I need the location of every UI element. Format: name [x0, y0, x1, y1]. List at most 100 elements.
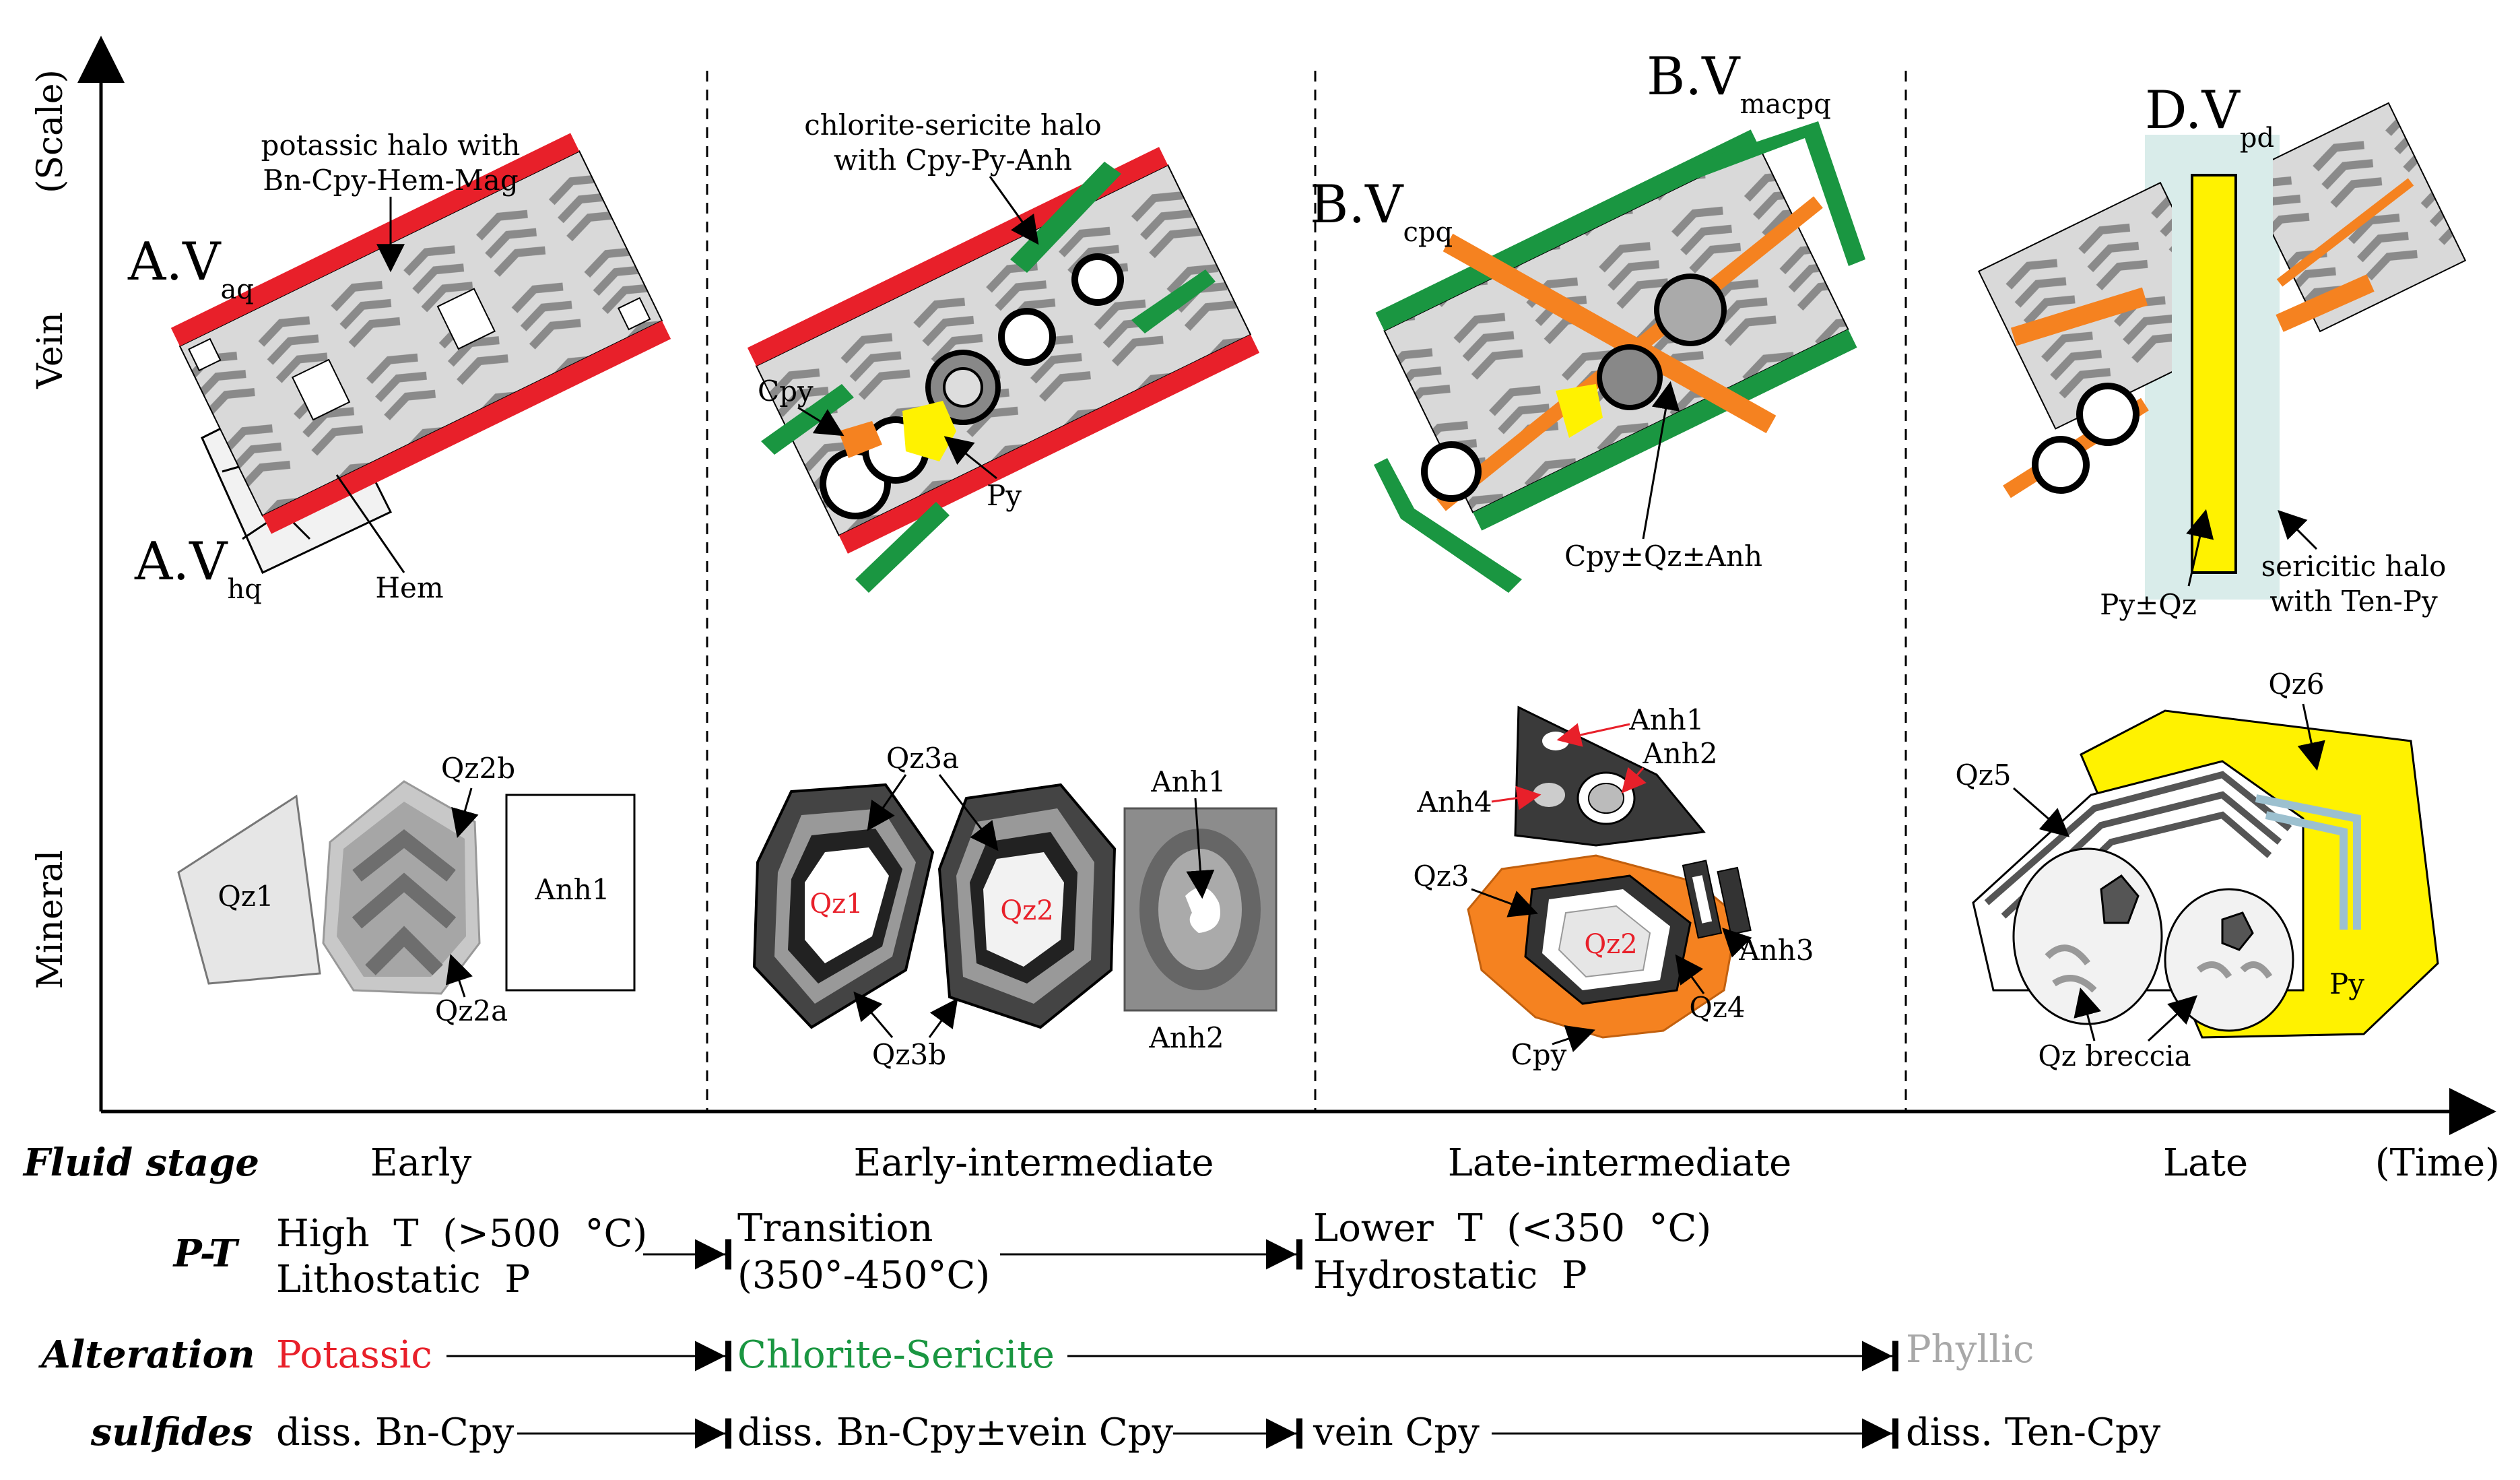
- orange-vein: [2276, 178, 2414, 287]
- row-label-mineral: Mineral: [30, 850, 71, 990]
- stage-late-intermediate: Late-intermediate: [1448, 1141, 1792, 1185]
- orange-vein-cpq-1: [1443, 233, 1777, 434]
- chlorite-halo-1: [1010, 162, 1121, 273]
- vein-label-dvpd-sub: pd: [2240, 123, 2274, 154]
- quartz-vein-aq: [178, 150, 663, 517]
- chlorite-halo-3: [761, 384, 854, 455]
- minerals-early: Qz1 Qz2b Qz2a Anh1: [177, 752, 636, 1027]
- hem-label: Hem: [375, 571, 443, 604]
- pt-early-2: Lithostatic P: [276, 1258, 530, 1301]
- anh1-label: Anh1: [534, 873, 609, 906]
- chlorite-halo-label-1: chlorite-sericite halo: [804, 108, 1102, 141]
- chlorite-halo-label-2: with Cpy-Py-Anh: [834, 143, 1072, 176]
- pt-label: P-T: [172, 1231, 240, 1276]
- potassic-halo-top: [170, 133, 580, 346]
- qz5-label: Qz5: [1955, 759, 2011, 792]
- qz1-label-red: Qz1: [809, 889, 863, 920]
- py-mineral-label: Py: [2329, 967, 2364, 1000]
- x-axis-label-time: (Time): [2375, 1141, 2500, 1185]
- s3-anh1-label: Anh1: [1628, 703, 1704, 736]
- qz6-label: Qz6: [2268, 668, 2324, 701]
- pt-late-1: Lower T (<350 °C): [1313, 1206, 1711, 1250]
- qz3b-label: Qz3b: [872, 1038, 946, 1071]
- vein-label-dvpd: D.V: [2145, 80, 2241, 141]
- chlorite-halo-2: [1131, 269, 1216, 333]
- stage-early: Early: [370, 1141, 472, 1185]
- vein-label-avaq-sub: aq: [220, 274, 253, 305]
- qz-breccia-clast-2: [2164, 888, 2294, 1032]
- svg-text:A.Vaq: A.Vaq: [127, 232, 254, 305]
- qz-breccia-clast-1: [2012, 847, 2163, 1025]
- alteration-phyllic: Phyllic: [1906, 1328, 2034, 1372]
- qz2b-label: Qz2b: [441, 752, 515, 785]
- svg-text:B.Vcpq: B.Vcpq: [1310, 174, 1453, 248]
- minerals-late-intermediate: Anh1 Anh2 Anh4 Qz2 Qz3 Anh3 Qz4 Cpy: [1413, 703, 1814, 1071]
- s3-anh2-label: Anh2: [1642, 737, 1717, 770]
- vein-early-intermediate: chlorite-sericite halo with Cpy-Py-Anh C…: [747, 108, 1260, 593]
- chlorite-halo-4: [855, 502, 950, 593]
- s3-anh4-label: Anh4: [1416, 785, 1492, 818]
- py-grain: [902, 401, 956, 461]
- sericitic-halo-label-2: with Ten-Py: [2269, 585, 2438, 618]
- vein-label-bvcpq: B.V: [1310, 174, 1404, 235]
- qz2a-label: Qz2a: [435, 994, 508, 1027]
- green-halo-macpq-1: [1697, 121, 1865, 266]
- orange-vein: [2010, 287, 2148, 346]
- s3-qz2-label: Qz2: [1584, 929, 1637, 960]
- stage-early-intermediate: Early-intermediate: [854, 1141, 1214, 1185]
- vein-label-avhq: A.V: [134, 532, 228, 592]
- minerals-late: Qz6 Qz5 Py Qz breccia: [1955, 668, 2439, 1072]
- qz1-crystal: [177, 794, 321, 985]
- py-qz-label: Py±Qz: [2100, 588, 2197, 621]
- vein-label-bvcpq-sub: cpq: [1403, 217, 1453, 248]
- cpy-qz-anh-label: Cpy±Qz±Anh: [1564, 540, 1762, 573]
- s3-qz3-label: Qz3: [1413, 860, 1469, 893]
- svg-text:A.Vhq: A.Vhq: [134, 532, 262, 605]
- potassic-halo-top: [747, 147, 1168, 366]
- fluid-stage-label: Fluid stage: [22, 1140, 259, 1185]
- cpy-label: Cpy: [758, 375, 814, 408]
- anh1-crystal: [505, 794, 636, 992]
- y-axis-label-scale: (Scale): [30, 69, 71, 193]
- pt-late-2: Hydrostatic P: [1313, 1254, 1587, 1297]
- qz1-label: Qz1: [218, 880, 273, 913]
- chlorite-halo-top: [1375, 129, 1760, 331]
- chlorite-halo-bottom: [1473, 329, 1857, 531]
- qz2-growth-zones: [352, 829, 457, 975]
- pt-transition-1: Transition: [737, 1206, 933, 1250]
- pt-early-1: High T (>500 °C): [276, 1212, 647, 1256]
- svg-text:D.Vpd: D.Vpd: [2145, 80, 2274, 154]
- vein-late: D.Vpd Py±Qz sericitic halo with Ten-Py: [1977, 80, 2467, 621]
- s3-anh3-label: Anh3: [1738, 934, 1814, 967]
- py-qz-vein: [2191, 174, 2237, 574]
- stage-table: Fluid stage Early Early-intermediate Lat…: [22, 1140, 2248, 1454]
- stage-late: Late: [2163, 1141, 2248, 1185]
- qz3a-label: Qz3a: [886, 742, 959, 775]
- vein-late-intermediate: B.Vcpq B.Vmacpq Cpy±Qz±Anh: [1310, 46, 1865, 593]
- sulfides-label: sulfides: [90, 1410, 253, 1454]
- svg-text:B.Vmacpq: B.Vmacpq: [1647, 46, 1831, 120]
- s3-qz4-label: Qz4: [1689, 991, 1745, 1024]
- pt-transition-2: (350°-450°C): [737, 1254, 990, 1297]
- minerals-early-intermediate: Qz1 Qz2 Qz3a Qz3b Anh1 Anh2: [752, 742, 1278, 1071]
- py-grain: [1556, 384, 1603, 438]
- vein-label-bvmacpq-sub: macpq: [1739, 89, 1830, 120]
- potassic-halo-bottom: [262, 321, 671, 534]
- potassic-halo-label-2: Bn-Cpy-Hem-Mag: [263, 164, 518, 197]
- vein-label-bvmacpq: B.V: [1647, 46, 1741, 107]
- sericitic-halo-label-1: sericitic halo: [2261, 550, 2447, 583]
- quartz-vein-right: [2242, 102, 2467, 333]
- alteration-label: Alteration: [38, 1332, 255, 1377]
- sulfides-late: diss. Ten-Cpy: [1906, 1411, 2161, 1454]
- potassic-halo-bottom: [838, 334, 1260, 554]
- qz6-blue-bands: [2255, 794, 2361, 930]
- s3-cpy-label: Cpy: [1511, 1038, 1567, 1071]
- qz-breccia-label: Qz breccia: [2038, 1039, 2191, 1072]
- s2-anh1-label: Anh1: [1150, 765, 1226, 798]
- axes: (Scale) Vein Mineral (Time): [30, 36, 2500, 1185]
- sulfides-late-intermediate: vein Cpy: [1313, 1411, 1480, 1454]
- orange-vein: [2276, 274, 2375, 332]
- s2-anh2-label: Anh2: [1148, 1021, 1224, 1054]
- vein-label-avaq: A.V: [127, 232, 222, 292]
